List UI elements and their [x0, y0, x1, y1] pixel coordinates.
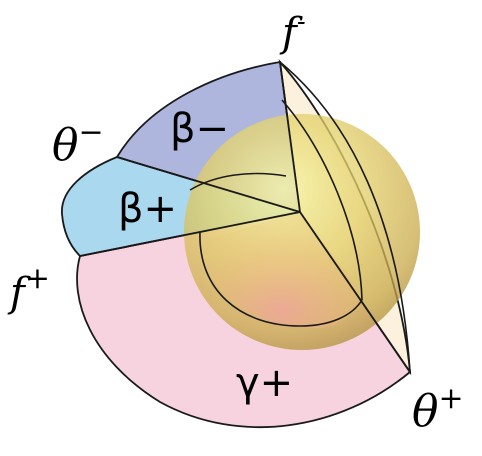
beta-plus-region — [61, 156, 301, 257]
label-f-plus: f+ — [7, 261, 50, 316]
edge-f-minus — [279, 61, 301, 213]
label-beta-minus: β− — [170, 106, 229, 152]
sphere-meridian-inner — [281, 99, 363, 301]
sphere-meridian-outer — [279, 61, 411, 373]
label-beta-plus: β+ — [118, 186, 177, 232]
edge-theta-minus — [116, 156, 301, 213]
sphere-inner-shading — [204, 212, 360, 329]
label-f-minus: f- — [279, 7, 306, 56]
sphere-cut-curve — [199, 231, 363, 327]
label-gamma-plus: γ+ — [236, 360, 293, 406]
edge-f-plus — [79, 211, 301, 257]
edge-theta-plus — [299, 211, 411, 373]
sphere-upper-arc — [189, 172, 287, 191]
label-theta-minus: θ− — [52, 115, 104, 171]
label-theta-plus: θ+ — [412, 381, 464, 437]
